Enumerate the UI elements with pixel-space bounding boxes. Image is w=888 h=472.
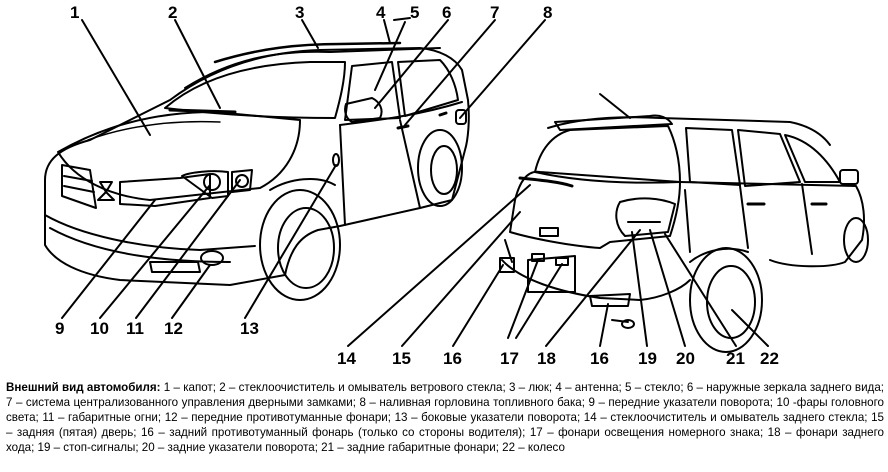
callout-17: 17 [500,349,519,368]
callout-7: 7 [490,3,499,22]
callout-14: 14 [337,349,356,368]
callout-9: 9 [55,319,64,338]
callout-4: 4 [376,3,386,22]
callout-12: 12 [164,319,183,338]
rear-car-drawing [499,93,869,353]
callout-15: 15 [392,349,411,368]
callout-3: 3 [295,3,304,22]
callout-numbers: 1 2 3 4 5 6 7 8 9 10 11 12 13 14 15 16 1… [55,3,779,368]
callout-2: 2 [168,3,177,22]
callout-16-left: 16 [443,349,462,368]
figure-caption: Внешний вид автомобиля: 1 – капот; 2 – с… [6,380,884,455]
callout-19: 19 [638,349,657,368]
caption-lead: Внешний вид автомобиля: [6,381,161,394]
callout-5: 5 [410,3,419,22]
callout-6: 6 [442,3,451,22]
front-car-drawing [44,41,470,301]
callout-16-right: 16 [590,349,609,368]
callout-10: 10 [90,319,109,338]
callout-21: 21 [726,349,745,368]
callout-13: 13 [240,319,259,338]
callout-18: 18 [537,349,556,368]
callout-8: 8 [543,3,552,22]
caption-body: 1 – капот; 2 – стеклоочиститель и омыват… [6,381,884,454]
car-illustration: 1 2 3 4 5 6 7 8 9 10 11 12 13 14 15 16 1… [44,3,869,368]
leader-lines [61,17,769,347]
callout-1: 1 [70,3,79,22]
callout-22: 22 [760,349,779,368]
callout-20: 20 [676,349,695,368]
callout-11: 11 [126,319,144,338]
